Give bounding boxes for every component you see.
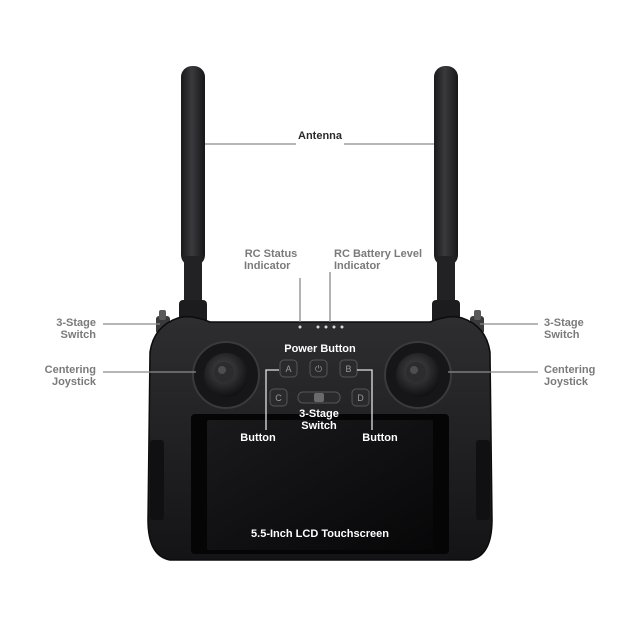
label-switch-left-line2: Switch: [60, 329, 96, 341]
joystick-left[interactable]: [192, 341, 260, 409]
key-b-label: B: [345, 364, 351, 374]
label-joystick-right: Centering Joystick: [544, 364, 595, 388]
label-switch-center: 3-Stage Switch: [289, 408, 349, 432]
key-a[interactable]: A: [279, 359, 298, 378]
key-c[interactable]: C: [269, 388, 288, 407]
label-antenna: Antenna: [298, 130, 342, 142]
label-switch-right: 3-Stage Switch: [544, 317, 584, 341]
label-joystick-right-line2: Joystick: [544, 376, 589, 388]
label-joystick-left-line1: Centering: [44, 364, 96, 376]
label-button-left: Button: [240, 432, 276, 444]
label-switch-right-line1: 3-Stage: [544, 317, 584, 329]
joystick-right[interactable]: [384, 341, 452, 409]
leader-lines: [103, 143, 538, 430]
key-d[interactable]: D: [351, 388, 370, 407]
label-power-button: Power Button: [284, 343, 356, 355]
key-a-label: A: [285, 364, 291, 374]
antenna-right: [432, 66, 460, 324]
lcd-touchscreen[interactable]: [191, 414, 449, 554]
label-rc-status-line2: Indicator: [244, 260, 291, 272]
key-c-label: C: [275, 393, 282, 403]
status-leds: [298, 325, 344, 329]
leader-button-left: [265, 369, 279, 430]
label-joystick-right-line1: Centering: [544, 364, 596, 376]
label-rc-status-line1: RC Status: [244, 248, 298, 260]
antenna-left: [179, 66, 207, 324]
power-key[interactable]: ⏻: [309, 359, 328, 378]
label-rc-battery-line1: RC Battery Level: [334, 248, 423, 260]
label-switch-center-line2: Switch: [301, 420, 337, 432]
power-icon: ⏻: [315, 364, 322, 375]
label-switch-center-line1: 3-Stage: [299, 408, 339, 420]
center-switch-slider[interactable]: [297, 391, 341, 404]
label-joystick-left-line2: Joystick: [51, 376, 96, 388]
label-rc-battery: RC Battery Level Indicator: [334, 248, 422, 272]
leader-button-right: [357, 369, 373, 430]
label-button-right: Button: [362, 432, 398, 444]
label-rc-status: RC Status Indicator: [236, 248, 306, 272]
label-rc-battery-line2: Indicator: [334, 260, 381, 272]
key-d-label: D: [357, 393, 364, 403]
label-screen: 5.5-Inch LCD Touchscreen: [251, 528, 389, 540]
key-b[interactable]: B: [339, 359, 358, 378]
label-joystick-left: Centering Joystick: [30, 364, 96, 388]
label-switch-left-line1: 3-Stage: [56, 317, 96, 329]
label-switch-left: 3-Stage Switch: [40, 317, 96, 341]
label-switch-right-line2: Switch: [544, 329, 580, 341]
